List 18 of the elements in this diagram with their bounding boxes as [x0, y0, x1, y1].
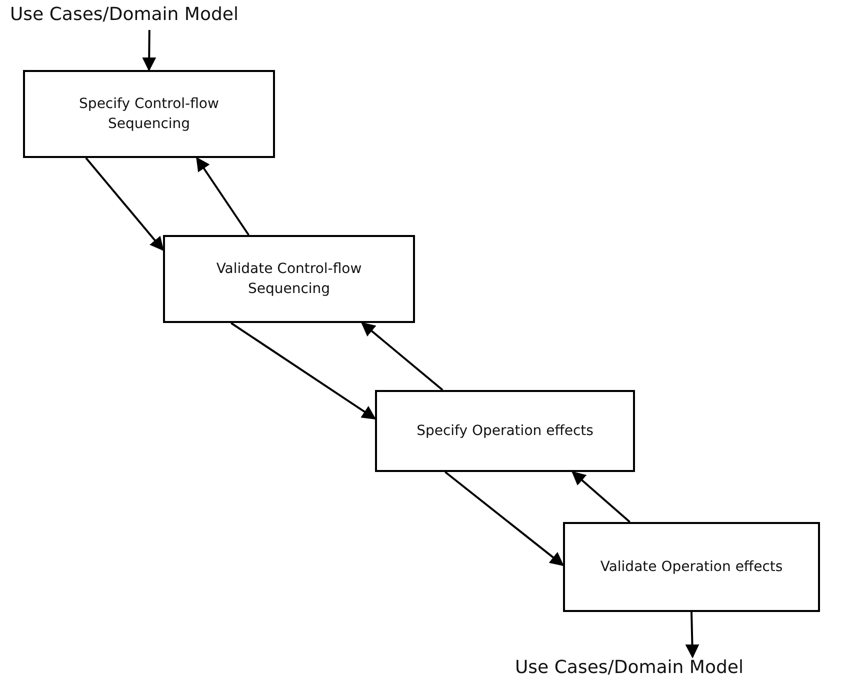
node-label: Specify Operation effects — [416, 422, 594, 441]
arrow — [230, 322, 376, 420]
process-box — [23, 70, 275, 158]
process-box — [163, 235, 415, 323]
input-output-label: Use Cases/Domain Model — [515, 657, 850, 683]
node-label: Specify Control-flow Sequencing — [78, 94, 220, 134]
node-label: Validate Operation effects — [600, 558, 783, 577]
arrow — [572, 471, 630, 523]
arrow — [142, 30, 156, 72]
node-label: Validate Control-flow Sequencing — [215, 260, 363, 299]
arrow — [361, 322, 444, 391]
arrow — [196, 156, 250, 236]
process-box — [375, 390, 635, 472]
process-box — [563, 522, 820, 612]
arrow — [685, 612, 700, 658]
arrow — [85, 157, 164, 252]
arrow — [444, 471, 564, 566]
input-output-label: Use Cases/Domain Model — [10, 4, 350, 30]
